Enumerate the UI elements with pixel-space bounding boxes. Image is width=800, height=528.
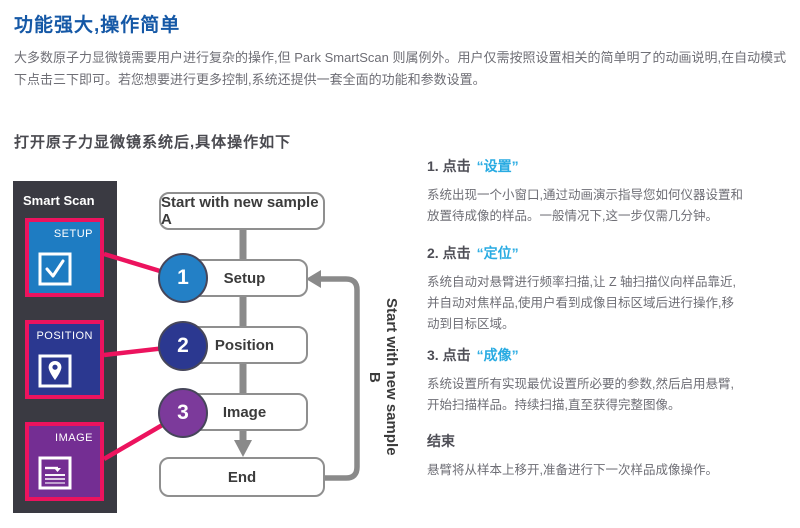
scan-lines-icon [38,456,72,490]
instruction-1-action: “设置” [476,158,519,174]
instruction-3-heading: 3. 点击“成像” [427,347,519,363]
flow-down-arrowhead [234,440,252,457]
instruction-2-action: “定位” [476,245,519,261]
step-1-badge: 1 [158,253,208,303]
instruction-end-body: 悬臂将从样本上移开,准备进行下一次样品成像操作。 [427,463,718,477]
smartscan-panel: Smart Scan SETUP POSITION IMAGE [13,181,117,513]
instruction-3-action: “成像” [476,347,519,363]
setup-tile-button[interactable]: SETUP [25,218,104,297]
flow-end-box: End [159,457,325,497]
instruction-2-heading: 2. 点击“定位” [427,245,519,261]
image-tile-label: IMAGE [55,432,93,444]
panel-title: Smart Scan [23,193,95,208]
instruction-2-body: 系统自动对悬臂进行频率扫描,让 Z 轴扫描仪向样品靠近,并自动对焦样品,使用户看… [427,275,737,331]
position-tile-label: POSITION [36,330,93,342]
page-title: 功能强大,操作简单 [14,15,181,36]
step-2-badge: 2 [158,321,208,371]
flow-loop-line [319,276,360,481]
instruction-end: 结束 悬臂将从样本上移开,准备进行下一次样品成像操作。 [427,431,745,481]
instruction-step-1: 1. 点击“设置” 系统出现一个小窗口,通过动画演示指导您如何仪器设置和放置待成… [427,156,745,227]
instruction-step-2: 2. 点击“定位” 系统自动对悬臂进行频率扫描,让 Z 轴扫描仪向样品靠近,并自… [427,243,745,335]
loop-label: Start with new sample B [366,298,400,456]
instruction-1-heading: 1. 点击“设置” [427,158,519,174]
intro-paragraph: 大多数原子力显微镜需要用户进行复杂的操作,但 Park SmartScan 则属… [14,50,787,87]
checkbox-icon [38,252,72,286]
section-subtitle: 打开原子力显微镜系统后,具体操作如下 [14,134,292,151]
step-3-badge: 3 [158,388,208,438]
position-tile-button[interactable]: POSITION [25,320,104,399]
flow-start-box: Start with new sample A [159,192,325,230]
instruction-step-3: 3. 点击“成像” 系统设置所有实现最优设置所必要的参数,然后启用悬臂,开始扫描… [427,345,745,416]
instruction-1-body: 系统出现一个小窗口,通过动画演示指导您如何仪器设置和放置待成像的样品。一般情况下… [427,188,743,223]
map-pin-icon [38,354,72,388]
flow-loop-arrowhead [306,270,321,288]
image-tile-button[interactable]: IMAGE [25,422,104,501]
setup-tile-label: SETUP [53,228,93,240]
instruction-3-body: 系统设置所有实现最优设置所必要的参数,然后启用悬臂,开始扫描样品。持续扫描,直至… [427,377,734,412]
instruction-end-heading: 结束 [427,433,455,449]
